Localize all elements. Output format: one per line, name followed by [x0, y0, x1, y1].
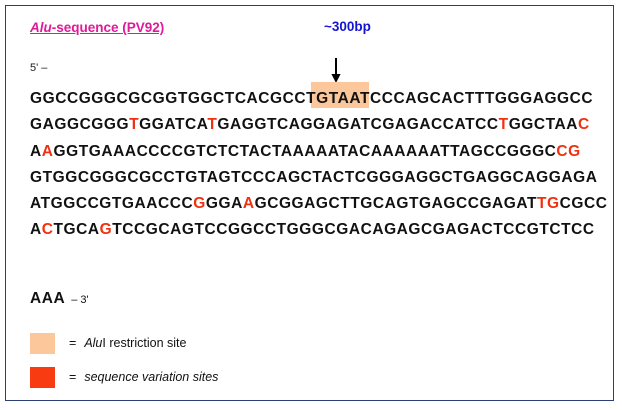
sequence-line: ACTGCAGTCCGCAGTCCGGCCTGGGCGACAGAGCGAGACT…	[30, 217, 600, 243]
sequence-segment: GAGGCGGG	[30, 116, 130, 134]
sequence-segment: GGA	[205, 195, 243, 213]
alu-restriction-site-highlight	[311, 82, 369, 108]
sequence-line: GTGGCGGGCGCCTGTAGTCCCAGCTACTCGGGAGGCTGAG…	[30, 165, 600, 191]
variation-base: C	[41, 221, 54, 239]
variation-base: G	[99, 221, 113, 239]
sequence-segment: ATGGCCGTGAACCC	[30, 195, 194, 213]
figure-title-italic: Alu	[30, 20, 52, 35]
fragment-size-label: ~300bp	[324, 19, 371, 34]
down-arrow-icon	[329, 58, 343, 84]
sequence-segment: TGCA	[53, 221, 100, 239]
sequence-line: GGCCGGGCGCGGTGGCTCACGCCTGTAATCCCAGCACTTT…	[30, 86, 600, 112]
legend-label-restriction-site-italic: Alu	[84, 336, 103, 350]
five-prime-label: 5' –	[30, 62, 48, 74]
legend-label-variation-site: sequence variation sites	[84, 370, 218, 384]
figure-title-rest: -sequence (PV92)	[51, 20, 165, 35]
legend: = AluI restriction site = sequence varia…	[30, 326, 550, 394]
legend-label-variation-site-italic: sequence variation sites	[84, 370, 219, 384]
sequence-line: GAGGCGGGTGGATCATGAGGTCAGGAGATCGAGACCATCC…	[30, 112, 600, 138]
variation-base: CG	[556, 142, 581, 160]
sequence-segment: TGTA	[306, 90, 350, 107]
sequence-tail: AAA – 3'	[30, 290, 89, 308]
variation-base: TG	[537, 195, 560, 213]
sequence-segment: A	[30, 142, 42, 160]
sequence-segment: GGCTAA	[508, 116, 578, 134]
dna-sequence-block: GGCCGGGCGCGGTGGCTCACGCCTGTAATCCCAGCACTTT…	[30, 86, 607, 244]
variation-base: T	[129, 116, 140, 134]
legend-item-restriction-site: = AluI restriction site	[30, 326, 550, 360]
sequence-segment: GAGGTCAGGAGATCGAGACCATCC	[217, 116, 499, 134]
three-prime-label: – 3'	[71, 294, 89, 306]
variation-base: T	[498, 116, 509, 134]
variation-base: G	[193, 195, 206, 213]
legend-label-restriction-site-rest: I restriction site	[102, 336, 187, 350]
variation-base: A	[41, 142, 54, 160]
sequence-segment: GGATCA	[139, 116, 208, 134]
sequence-segment: TCCGCAGTCCGGCCTGGGCGACAGAGCGAGACTCCGTCTC…	[112, 221, 595, 239]
alu-sequence-figure: Alu-sequence (PV92) ~300bp 5' – GGCCGGGC…	[5, 5, 614, 401]
legend-item-variation-site: = sequence variation sites	[30, 360, 550, 394]
variation-base: A	[242, 195, 255, 213]
sequence-segment: GTGGCGGGCGCCTGTAGTCCCAGCTACTCGGGAGGCTGAG…	[30, 168, 598, 186]
sequence-segment: A	[30, 221, 42, 239]
alu-restriction-site-swatch	[30, 332, 55, 354]
sequence-line: ATGGCCGTGAACCCGGGAAGCGGAGCTTGCAGTGAGCCGA…	[30, 191, 607, 217]
sequence-variation-swatch	[30, 366, 55, 388]
sequence-segment: GGCCGGGCGCGGTGGCTCACGCC	[30, 90, 307, 107]
variation-base: C	[578, 116, 590, 134]
legend-label-restriction-site: AluI restriction site	[84, 336, 186, 350]
sequence-line: AAGGTGAAACCCCGTCTCTACTAAAAATACAAAAAATTAG…	[30, 139, 600, 165]
figure-title: Alu-sequence (PV92)	[30, 20, 164, 35]
sequence-segment: GGTGAAACCCCGTCTCTACTAAAAATACAAAAAATTAGCC…	[53, 142, 557, 160]
variation-base: T	[207, 116, 218, 134]
legend-equals-1: =	[69, 336, 77, 350]
sequence-segment: ATCCCAGCACTTTGGGAGGCC	[349, 90, 594, 107]
sequence-segment: CGCC	[559, 195, 608, 213]
sequence-segment: GCGGAGCTTGCAGTGAGCCGAGAT	[254, 195, 538, 213]
tail-bases-text: AAA	[30, 290, 66, 307]
legend-equals-2: =	[69, 370, 77, 384]
